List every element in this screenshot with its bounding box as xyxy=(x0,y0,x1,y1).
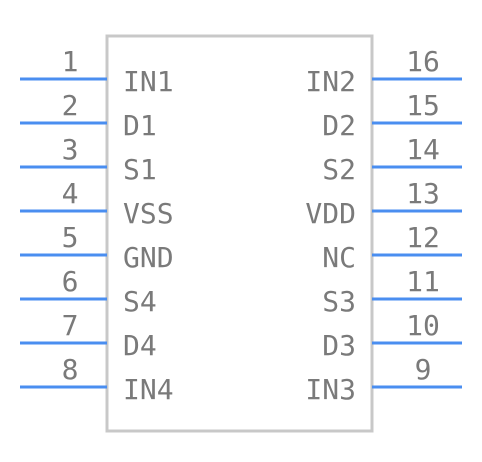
pin-6-name: S4 xyxy=(123,285,157,318)
pin-5-name: GND xyxy=(123,241,174,274)
pin-16-number: 16 xyxy=(406,45,440,78)
pin-13-number: 13 xyxy=(406,177,440,210)
pin-5-number: 5 xyxy=(62,221,79,254)
pin-10-name: D3 xyxy=(322,329,356,362)
pin-1-number: 1 xyxy=(62,45,79,78)
pin-13-name: VDD xyxy=(305,197,356,230)
pin-14-name: S2 xyxy=(322,153,356,186)
pin-12-name: NC xyxy=(322,241,356,274)
pin-3-name: S1 xyxy=(123,153,157,186)
pin-4-name: VSS xyxy=(123,197,174,230)
pin-9-number: 9 xyxy=(415,353,432,386)
pin-7-number: 7 xyxy=(62,309,79,342)
pin-1-name: IN1 xyxy=(123,65,174,98)
pin-8-name: IN4 xyxy=(123,373,174,406)
pin-10-number: 10 xyxy=(406,309,440,342)
pin-12-number: 12 xyxy=(406,221,440,254)
pin-16-name: IN2 xyxy=(305,65,356,98)
pin-7-name: D4 xyxy=(123,329,157,362)
pin-11-number: 11 xyxy=(406,265,440,298)
pin-14-number: 14 xyxy=(406,133,440,166)
pin-11-name: S3 xyxy=(322,285,356,318)
pin-3-number: 3 xyxy=(62,133,79,166)
pin-15-number: 15 xyxy=(406,89,440,122)
pin-2-number: 2 xyxy=(62,89,79,122)
pin-15-name: D2 xyxy=(322,109,356,142)
pin-8-number: 8 xyxy=(62,353,79,386)
pin-9-name: IN3 xyxy=(305,373,356,406)
pin-2-name: D1 xyxy=(123,109,157,142)
ic-body-outline xyxy=(105,34,374,433)
pin-4-number: 4 xyxy=(62,177,79,210)
pin-6-number: 6 xyxy=(62,265,79,298)
